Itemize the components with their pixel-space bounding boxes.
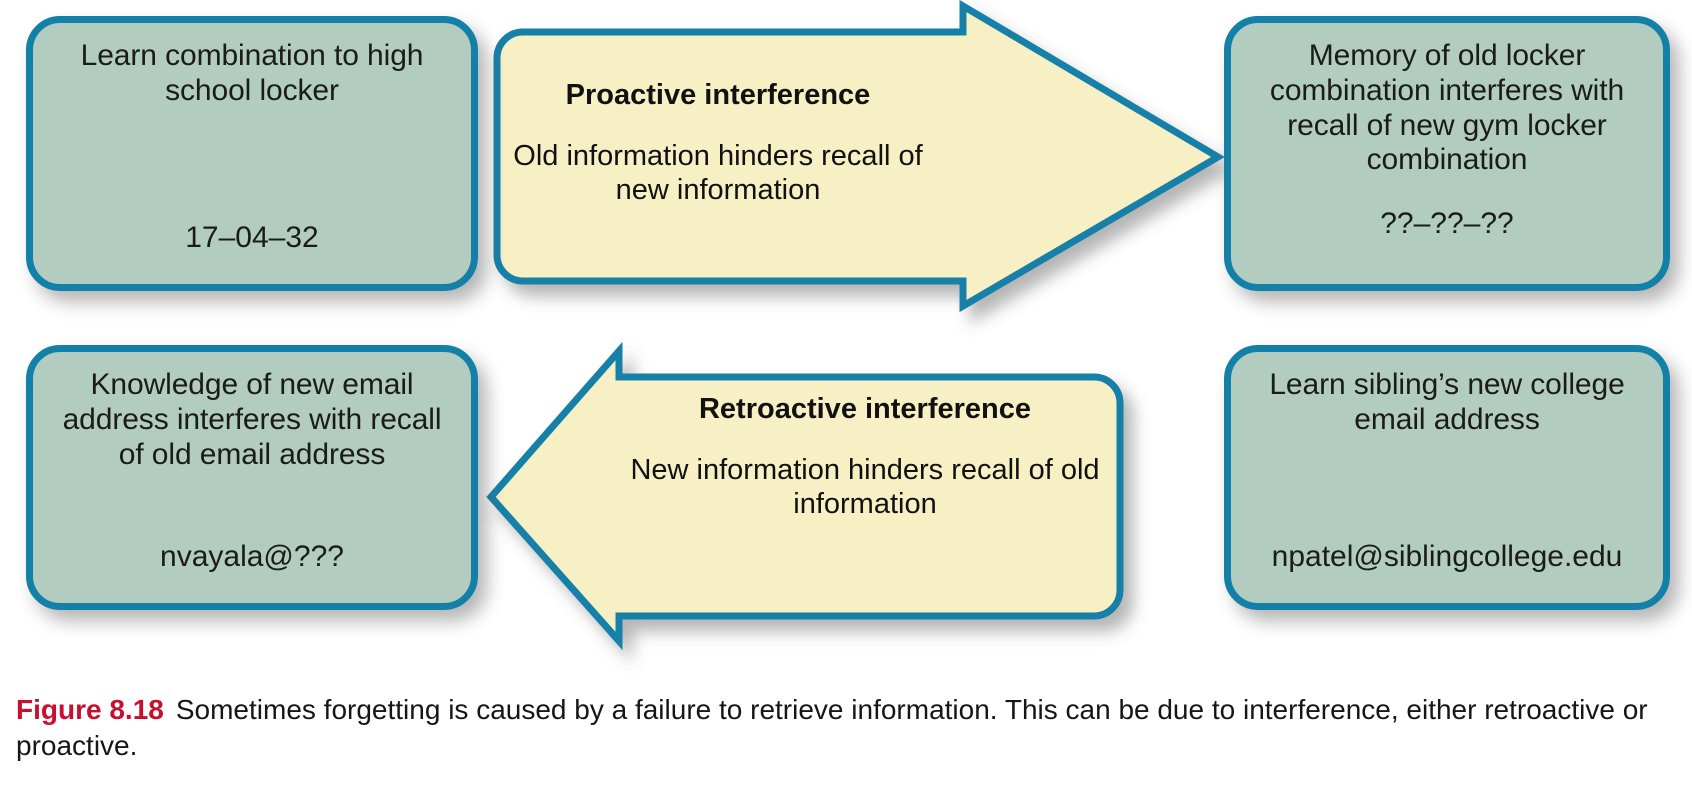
retroactive-arrow-body: New information hinders recall of old in… <box>630 453 1100 521</box>
figure-caption-text: Sometimes forgetting is caused by a fail… <box>16 694 1648 761</box>
concept-box-top-left-title: Learn combination to high school locker <box>80 39 424 107</box>
concept-box-top-right: Memory of old locker combination interfe… <box>1224 16 1670 291</box>
concept-box-bottom-left-title: Knowledge of new email address interfere… <box>62 368 442 471</box>
concept-box-top-right-title: Memory of old locker combination interfe… <box>1269 39 1625 177</box>
concept-box-bottom-left: Knowledge of new email address interfere… <box>26 345 478 610</box>
proactive-arrow-body: Old information hinders recall of new in… <box>513 139 923 207</box>
proactive-arrow-heading: Proactive interference <box>565 79 871 111</box>
concept-box-bottom-right-title: Learn sibling’s new college email addres… <box>1269 368 1625 436</box>
proactive-arrow-label: Proactive interference Old information h… <box>498 78 938 207</box>
retroactive-arrow-label: Retroactive interference New information… <box>618 392 1112 521</box>
concept-box-top-left: Learn combination to high school locker … <box>26 16 478 291</box>
concept-box-top-right-code: ??–??–?? <box>1380 207 1514 241</box>
concept-box-bottom-right-code: npatel@siblingcollege.edu <box>1271 540 1623 574</box>
concept-box-top-left-code: 17–04–32 <box>185 221 319 255</box>
retroactive-arrow-heading: Retroactive interference <box>698 393 1032 425</box>
concept-box-bottom-left-code: nvayala@??? <box>160 540 344 574</box>
concept-box-bottom-right: Learn sibling’s new college email addres… <box>1224 345 1670 610</box>
figure-number: Figure 8.18 <box>16 694 164 725</box>
